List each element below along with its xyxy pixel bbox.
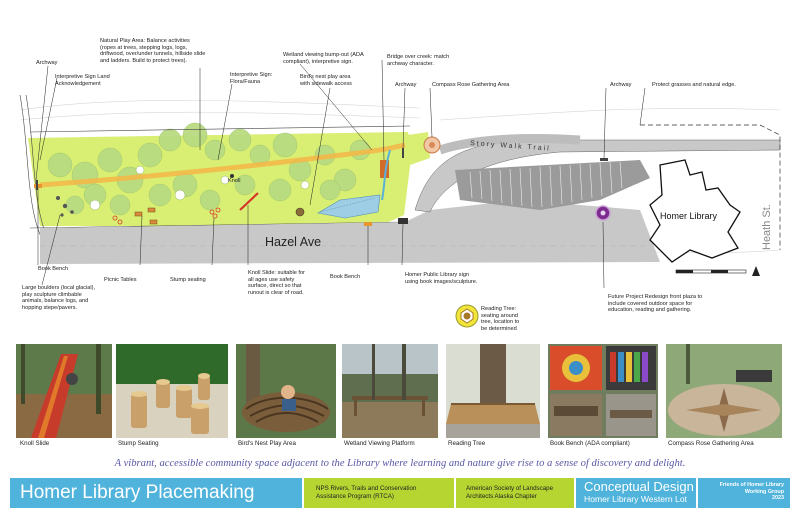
boulders-markers (56, 196, 74, 217)
label-library-sign: Homer Public Library sign using book ima… (405, 272, 478, 285)
story-walk-trail (438, 133, 581, 155)
caption-knoll-slide: Knoll Slide (20, 440, 50, 447)
reading-tree-icon (455, 304, 479, 328)
label-knoll: Knoll (228, 178, 241, 184)
caption-book-bench: Book Bench (ADA compliant) (550, 440, 630, 447)
knoll-slide-marker (239, 192, 259, 211)
tree-trunks (89, 165, 310, 211)
caption-reading-tree: Reading Tree (448, 440, 486, 447)
label-bridge: Bridge over creek: match archway charact… (387, 54, 450, 67)
hazel-ave-label: Hazel Ave (265, 235, 321, 249)
parking-road (414, 139, 781, 213)
label-protect-grasses: Protect grasses and natural edge. (652, 82, 736, 88)
footer-title: Homer Library Placemaking (10, 478, 302, 508)
site-plan: Story Walk Trail Homer Library Heath St.… (19, 59, 781, 328)
label-picnic-tables: Picnic Tables (104, 277, 137, 283)
label-knoll-slide: Knoll Slide: suitable for all ages use s… (248, 270, 305, 296)
label-boulders: Large boulders (local glacial), play scu… (22, 285, 96, 311)
label-interpretive-land: Interpretive Sign Land Acknowledgement (55, 74, 110, 87)
scale-bar (675, 266, 760, 276)
heath-st-label: Heath St. (761, 204, 773, 250)
label-book-bench-left: Book Bench (38, 266, 69, 272)
book-bench-mid-marker (364, 222, 372, 226)
footer-concept: Conceptual Design Homer Library Western … (576, 478, 696, 508)
footer-concept-title: Conceptual Design (584, 479, 694, 494)
footer-concept-sub: Homer Library Western Lot (584, 494, 688, 504)
photo-knoll-slide (16, 344, 112, 438)
footer-asla: American Society of Landscape Architects… (456, 478, 574, 508)
bridge-marker (380, 160, 389, 178)
property-boundary (640, 124, 781, 250)
photo-stump-seating (116, 344, 228, 438)
photo-book-bench (548, 344, 658, 438)
grass-patch-top (408, 132, 430, 165)
label-future-project: Future Project Redesign front plaza to i… (608, 294, 703, 314)
label-natural-play: Natural Play Area: Balance activities (r… (100, 38, 206, 64)
parking-stalls (469, 161, 623, 208)
caption-wetland-platform: Wetland Viewing Platform (344, 440, 415, 447)
photo-wetland-platform (342, 344, 438, 438)
footer-nps: NPS Rivers, Trails and Conservation Assi… (304, 478, 454, 508)
homer-library-label: Homer Library (660, 211, 718, 221)
parking-lot (455, 160, 650, 210)
label-archway-left: Archway (36, 60, 58, 66)
library-sign-marker (398, 218, 408, 224)
caption-compass-rose: Compass Rose Gathering Area (668, 440, 754, 447)
label-archway-mid: Archway (395, 82, 417, 88)
stump-seating-markers (112, 207, 221, 225)
tagline: A vibrant, accessible community space ad… (114, 458, 686, 469)
archway-markers (36, 148, 608, 190)
homer-library-building (649, 159, 741, 263)
label-wetland: Wetland viewing bump-out (ADA compliant)… (283, 52, 364, 65)
photo-birds-nest (236, 344, 336, 438)
label-stump-seating: Stump seating (170, 277, 206, 283)
label-interpretive-flora: Interpretive Sign: Flora/Fauna (230, 72, 273, 85)
label-archway-right: Archway (610, 82, 632, 88)
creek (381, 149, 391, 201)
label-reading-tree: Reading Tree: seating around tree, locat… (481, 306, 520, 332)
leader-lines (35, 59, 646, 289)
caption-stump-seating: Stump Seating (118, 440, 159, 447)
photo-compass-rose (666, 344, 782, 438)
footer-band: Homer Library Placemaking NPS Rivers, Tr… (0, 478, 800, 508)
label-birds-nest: Bird's nest play area with sidewalk acce… (300, 74, 352, 87)
caption-birds-nest: Bird's Nest Play Area (238, 440, 296, 447)
label-book-bench-mid: Book Bench (330, 274, 361, 280)
picnic-tables-markers (134, 207, 158, 225)
birds-nest-marker (295, 207, 305, 217)
hazel-ave-road (40, 200, 660, 264)
label-compass-rose: Compass Rose Gathering Area (432, 82, 510, 88)
park-path (39, 142, 406, 188)
footer-friends: Friends of Homer Library Working Group 2… (698, 478, 790, 508)
photo-reading-tree (446, 344, 540, 438)
